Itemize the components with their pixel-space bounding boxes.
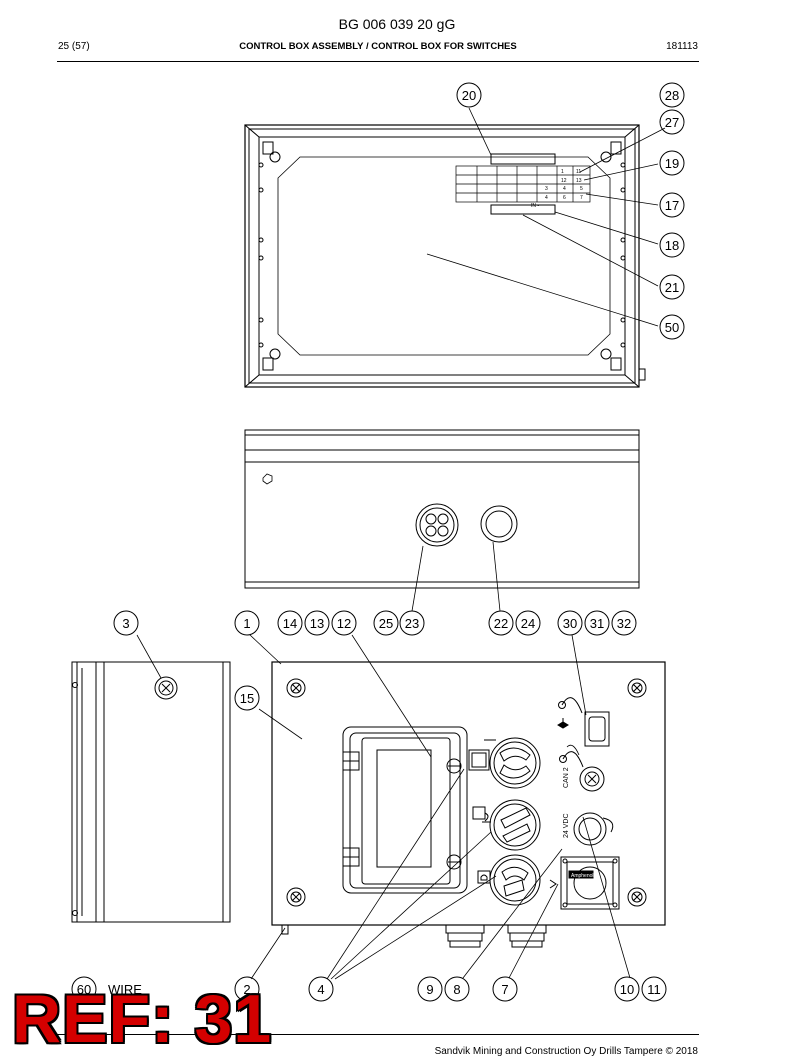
callout-balloon: 27	[659, 109, 685, 135]
callout-balloon: 23	[399, 610, 425, 636]
amphenol-label: Amphenol	[571, 873, 594, 879]
callout-balloon: 9	[417, 976, 443, 1002]
svg-text:17: 17	[665, 198, 679, 213]
svg-text:13: 13	[310, 616, 324, 631]
box-top-view: 1 11 12 13 3 4 5 4 6 7 IN -	[244, 124, 646, 388]
svg-text:9: 9	[426, 982, 433, 997]
terminal-number: 1	[561, 169, 564, 175]
svg-text:24: 24	[521, 616, 535, 631]
ref-watermark: REF: 31	[12, 981, 273, 1057]
callout-balloon: 17	[659, 192, 685, 218]
callout-balloon: 12	[331, 610, 357, 636]
svg-text:20: 20	[462, 88, 476, 103]
callout-balloon: 1	[234, 610, 260, 636]
terminal-label: IN -	[531, 203, 539, 209]
svg-text:18: 18	[665, 238, 679, 253]
callout-balloon: 19	[659, 150, 685, 176]
svg-text:30: 30	[563, 616, 577, 631]
callout-balloon: 13	[304, 610, 330, 636]
callout-balloon: 50	[659, 314, 685, 340]
top-view-leaders	[426, 107, 666, 327]
svg-text:1: 1	[243, 616, 250, 631]
svg-text:12: 12	[337, 616, 351, 631]
callout-balloon: 2	[234, 976, 260, 1002]
callout-balloon: 25	[373, 610, 399, 636]
callout-balloon: 7	[492, 976, 518, 1002]
svg-text:8: 8	[453, 982, 460, 997]
terminal-number: 11	[576, 169, 581, 175]
footer-rule	[57, 1034, 699, 1035]
document-date: 181113	[666, 41, 698, 52]
callout-balloon: 21	[659, 274, 685, 300]
footer-copyright: Sandvik Mining and Construction Oy Drill…	[434, 1046, 698, 1057]
front-panel	[271, 661, 666, 948]
svg-text:15: 15	[240, 691, 254, 706]
document-subtitle: CONTROL BOX ASSEMBLY / CONTROL BOX FOR S…	[239, 41, 517, 52]
svg-text:11: 11	[647, 982, 661, 997]
terminal-number: 4	[545, 195, 548, 201]
svg-text:23: 23	[405, 616, 419, 631]
callout-balloon: 60	[71, 976, 97, 1002]
can2-label: CAN 2	[563, 767, 570, 788]
terminal-number: 5	[580, 186, 583, 192]
svg-text:14: 14	[283, 616, 297, 631]
svg-text:28: 28	[665, 88, 679, 103]
terminal-number: 3	[545, 186, 548, 192]
terminal-number: 13	[576, 178, 582, 184]
callout-balloon: 22	[488, 610, 514, 636]
terminal-number: 7	[580, 195, 583, 201]
box-side-view	[244, 429, 640, 589]
svg-text:3: 3	[122, 616, 129, 631]
callout-balloon: 11	[641, 976, 667, 1002]
callout-balloon: 14	[277, 610, 303, 636]
svg-text:10: 10	[620, 982, 634, 997]
svg-text:19: 19	[665, 156, 679, 171]
svg-text:2: 2	[243, 982, 250, 997]
callout-balloon: 15	[234, 685, 260, 711]
svg-text:25: 25	[379, 616, 393, 631]
terminal-number: 6	[563, 195, 566, 201]
front-panel-leaders	[249, 634, 631, 980]
svg-text:4: 4	[317, 982, 324, 997]
header-rule	[57, 61, 699, 62]
callout-balloon: 30	[557, 610, 583, 636]
svg-text:32: 32	[617, 616, 631, 631]
callout-balloon: 3	[113, 610, 139, 636]
callout-balloon: 4	[308, 976, 334, 1002]
terminal-number: 12	[561, 178, 567, 184]
document-title: BG 006 039 20 gG	[338, 16, 456, 32]
box-side-elevation	[71, 661, 231, 923]
callouts: 20 28 27 19 17 18 21 50 3 1 14 13 12 25 …	[71, 82, 685, 1002]
wire-label: WIRE	[108, 982, 142, 997]
svg-text:60: 60	[77, 982, 91, 997]
callout-balloon: 31	[584, 610, 610, 636]
svg-text:50: 50	[665, 320, 679, 335]
callout-balloon: 10	[614, 976, 640, 1002]
terminal-number: 4	[563, 186, 566, 192]
callout-balloon: 8	[444, 976, 470, 1002]
callout-balloon: 32	[611, 610, 637, 636]
page-number: 25 (57)	[58, 41, 90, 52]
svg-text:22: 22	[494, 616, 508, 631]
svg-text:31: 31	[590, 616, 604, 631]
svg-text:27: 27	[665, 115, 679, 130]
callout-balloon: 28	[659, 82, 685, 108]
callout-balloon: 18	[659, 232, 685, 258]
callout-balloon: 20	[456, 82, 482, 108]
svg-text:7: 7	[501, 982, 508, 997]
vdc-label: 24 VDC	[563, 813, 570, 838]
callout-balloon: 24	[515, 610, 541, 636]
svg-text:21: 21	[665, 280, 679, 295]
